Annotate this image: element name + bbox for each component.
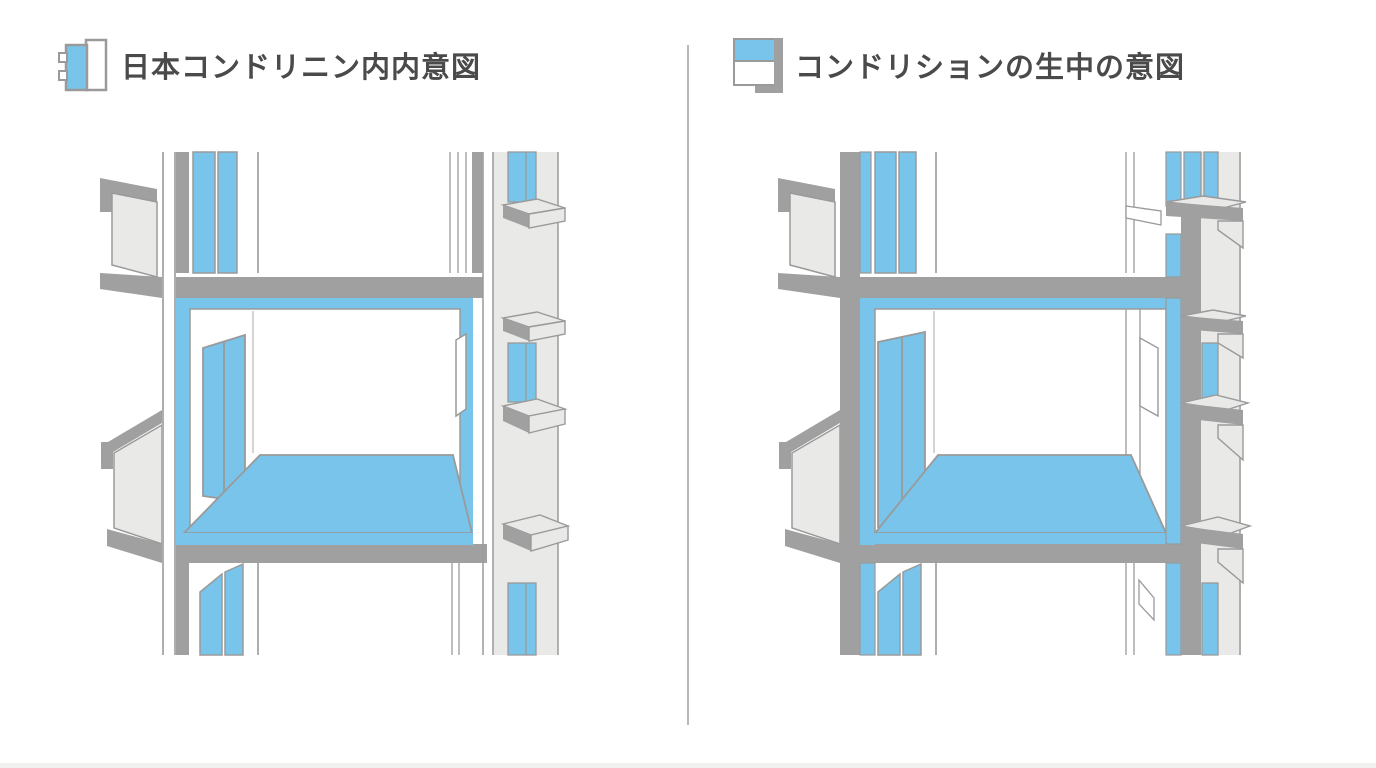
left-exterior-wall [162,152,189,655]
bottom-edge-strip [0,763,1376,768]
upper-floor-window [192,151,259,274]
interior-insulation-section-icon [57,38,109,92]
right-balcony-slab [500,311,566,342]
building-cross-section-exterior-insulation [778,148,1253,658]
right-panel-header: コンドリションの生中の意図 [731,36,1185,94]
right-balcony-slab [1180,394,1251,462]
right-exterior-wall [1181,205,1201,655]
left-balcony-upper [100,178,158,278]
right-balcony-slab [1165,195,1247,250]
right-wall-window-edge [455,332,467,418]
left-exterior-wall [840,152,860,655]
right-balcony-slab [500,398,568,434]
right-facade [1125,151,1253,656]
right-balcony-slab [1180,309,1247,360]
facade-window [1183,151,1219,656]
right-wall-window-edge [1139,336,1159,418]
floor-slab [778,273,1181,563]
building-cross-section-interior-insulation [100,148,570,658]
right-facade [449,151,570,656]
left-panel-header: 日本コンドリニン内内意図 [57,38,481,92]
floor-slab [100,273,487,563]
right-panel-title: コンドリションの生中の意図 [795,52,1186,84]
right-balcony-slab [500,198,566,229]
vertical-divider [687,45,689,725]
left-balcony-upper [778,178,836,278]
left-balcony-lower [779,410,841,546]
facade-window [507,151,537,656]
exterior-insulation-band [1165,151,1182,656]
upper-floor-window [859,151,937,274]
right-wall-window-edge [1138,578,1155,622]
room-exterior-insulation [860,298,1168,545]
exterior-insulation-section-icon [731,36,783,94]
lower-floor-window [859,562,1155,656]
right-balcony-slab [500,514,570,552]
lower-floor-window [199,562,259,656]
upper-window-edge [1125,205,1162,226]
room-interior-insulation [176,298,474,545]
right-balcony-slab [1180,516,1253,585]
left-balcony-lower [101,410,163,546]
left-panel-title: 日本コンドリニン内内意図 [121,52,482,84]
